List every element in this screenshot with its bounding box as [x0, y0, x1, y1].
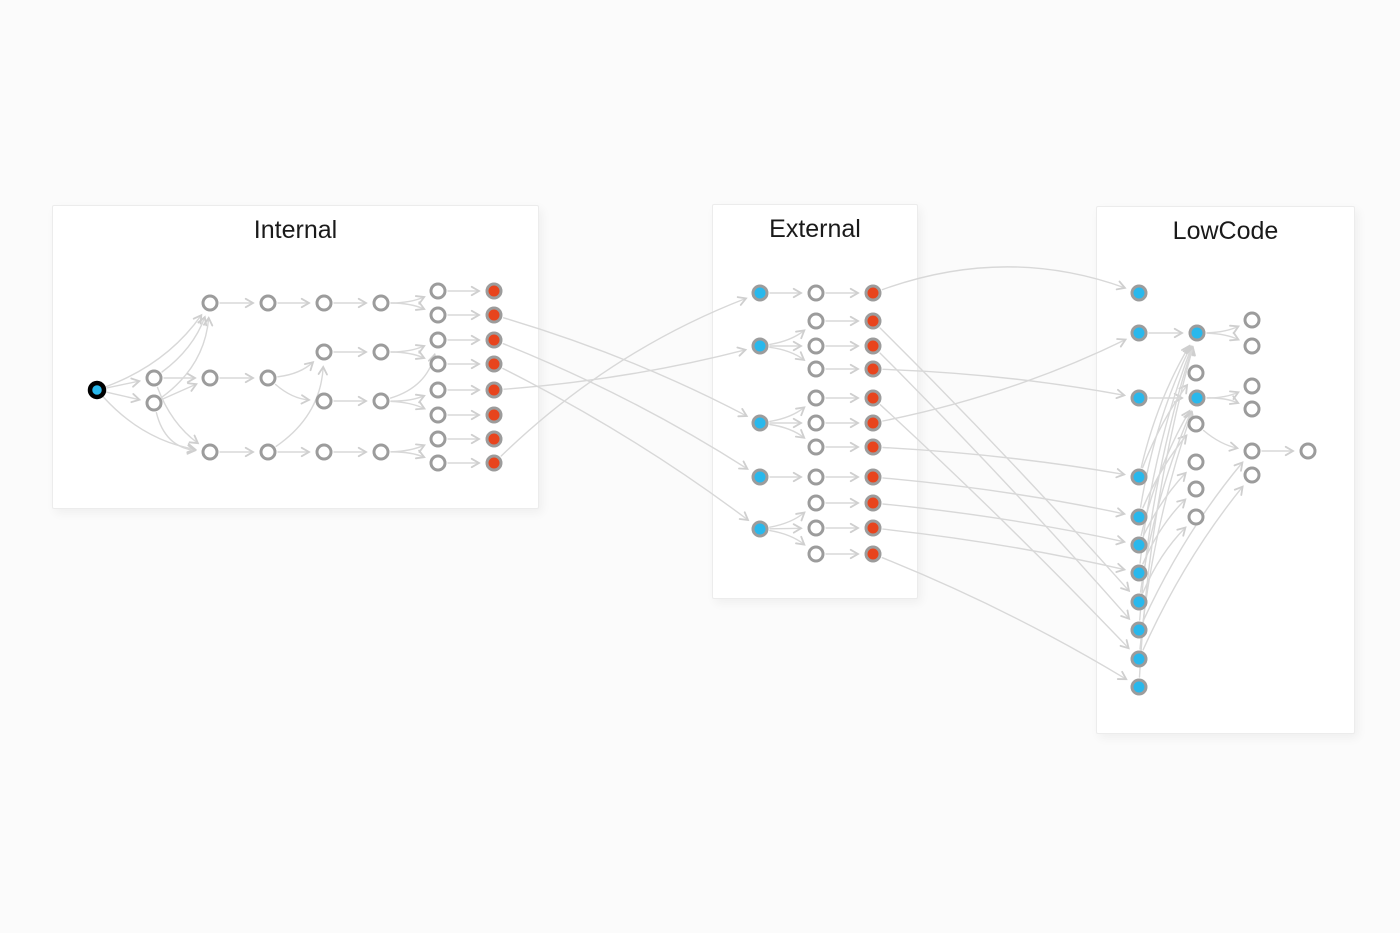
panel-lowcode: LowCode — [1096, 206, 1355, 734]
edge-i8r2-ec3 — [502, 317, 749, 418]
edge-i8r3-ec4 — [502, 343, 749, 470]
panel-external: External — [712, 204, 918, 599]
edge-er7-lc4 — [882, 446, 1126, 479]
edge-er4-lc3 — [882, 368, 1127, 400]
panel-title-lowcode: LowCode — [1172, 217, 1279, 245]
edge-er11-lc11 — [881, 557, 1128, 681]
edge-er9-lc6 — [882, 503, 1127, 546]
edge-i8r5-ec2 — [503, 346, 748, 390]
panel-title-internal: Internal — [253, 216, 338, 244]
panel-title-external: External — [769, 215, 861, 243]
edge-er8-lc5 — [882, 477, 1127, 518]
edge-er1-lc1 — [881, 266, 1127, 291]
edge-er6-lc2 — [882, 338, 1128, 422]
panel-internal: Internal — [52, 205, 539, 509]
edge-er10-lc7 — [882, 528, 1127, 573]
